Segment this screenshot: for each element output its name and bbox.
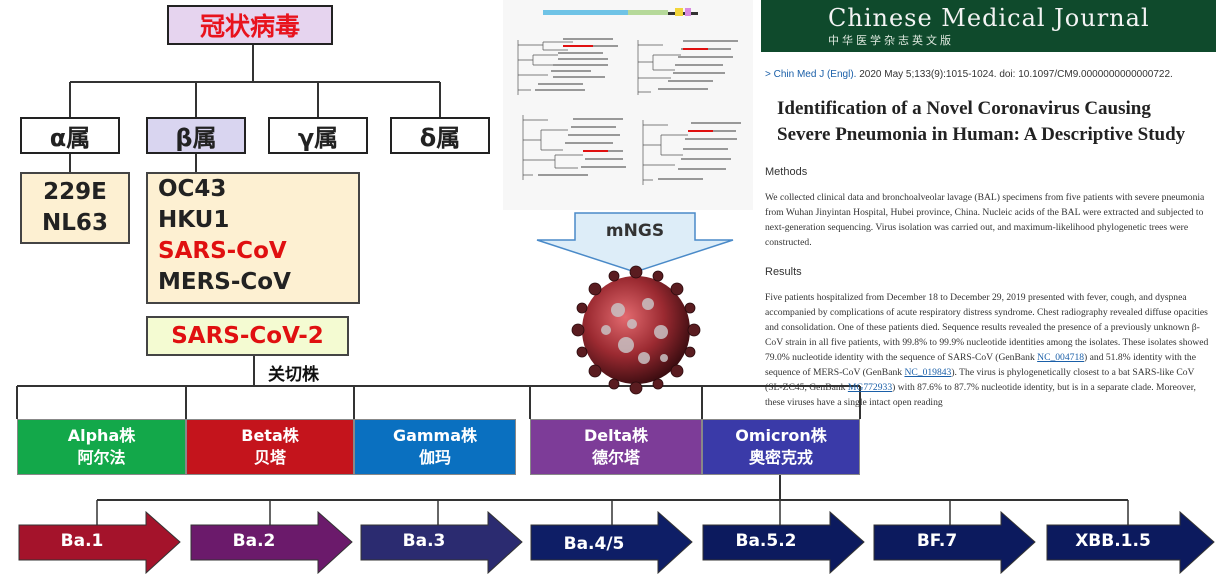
genus-gamma-box: γ属 <box>268 117 368 154</box>
journal-banner <box>761 0 1216 52</box>
subvariant-label: Ba.1 <box>60 531 104 551</box>
methods-heading: Methods <box>765 166 808 178</box>
mngs-label: mNGS <box>605 221 665 241</box>
variant-cn-name: 贝塔 <box>253 448 286 467</box>
genbank-ref-link[interactable]: MG772933 <box>847 382 893 393</box>
subvariant-label: Ba.2 <box>232 531 276 551</box>
genus-alpha-box: α属 <box>20 117 120 154</box>
subvariant-arrow-ba45: Ba.4/5 <box>530 511 693 574</box>
journal-abbrev-link[interactable]: Chin Med J (Engl). <box>773 69 857 80</box>
variant-name: Delta株 <box>583 426 649 445</box>
genbank-ref-link[interactable]: NC_004718 <box>1037 352 1085 363</box>
root-label: 冠状病毒 <box>199 12 300 41</box>
variant-name: Alpha株 <box>67 426 136 445</box>
phylogenetic-tree-image <box>517 8 741 185</box>
variant-omicron: Omicron株 奥密克戎 <box>702 419 860 475</box>
subvariant-arrow-bf7: BF.7 <box>873 511 1036 574</box>
subvariant-arrow-ba2: Ba.2 <box>190 511 353 574</box>
results-heading: Results <box>765 266 802 278</box>
virus-particle-illustration <box>571 265 701 395</box>
alpha-member: NL63 <box>42 210 108 236</box>
subvariant-arrow-ba3: Ba.3 <box>360 511 523 574</box>
journal-name: Chinese Medical Journal <box>828 4 1150 32</box>
subvariant-label: BF.7 <box>916 531 958 551</box>
paper-title: Identification of a Novel Coronavirus Ca… <box>777 98 1186 145</box>
variant-name: Beta株 <box>241 426 299 445</box>
variant-delta: Delta株 德尔塔 <box>530 419 702 475</box>
variant-beta: Beta株 贝塔 <box>186 419 354 475</box>
genbank-ref-link[interactable]: NC_019843 <box>904 367 952 378</box>
results-text: Five patients hospitalized from December… <box>765 290 1212 417</box>
beta-member: MERS-CoV <box>158 269 291 295</box>
phylogenetic-tree-figure <box>503 0 753 210</box>
alpha-members-list: 229E NL63 <box>20 172 130 244</box>
journal-name-cn: 中华医学杂志英文版 <box>828 34 954 47</box>
variant-cn-name: 奥密克戎 <box>748 448 813 467</box>
chevron-right-icon: > <box>765 69 774 80</box>
results-text-part: ) and 51.8% identity with the sequence o… <box>765 352 1196 378</box>
results-text-part: ) with 87.6% to 87.7% nucleotide identit… <box>765 382 1196 408</box>
subvariant-label: Ba.3 <box>402 531 446 551</box>
subvariant-label: XBB.1.5 <box>1075 531 1151 551</box>
subvariant-arrow-xbb15: XBB.1.5 <box>1046 511 1216 574</box>
genus-delta-label: δ属 <box>419 124 461 152</box>
genus-gamma-label: γ属 <box>297 124 339 152</box>
variant-name: Omicron株 <box>735 426 827 445</box>
genus-delta-box: δ属 <box>390 117 490 154</box>
beta-member: HKU1 <box>158 207 230 233</box>
mngs-down-arrow <box>536 212 734 273</box>
variant-cn-name: 伽玛 <box>418 448 451 467</box>
results-text-part: Five patients hospitalized from December… <box>765 292 1209 363</box>
genus-beta-label: β属 <box>175 124 217 152</box>
alpha-member: 229E <box>43 179 107 205</box>
subvariant-arrow-ba52: Ba.5.2 <box>702 511 865 574</box>
variant-gamma: Gamma株 伽玛 <box>354 419 516 475</box>
variant-name: Gamma株 <box>392 426 478 445</box>
variants-of-concern-label: 关切株 <box>268 365 319 385</box>
subvariant-label: Ba.4/5 <box>563 534 625 554</box>
citation-line: > Chin Med J (Engl). 2020 May 5;133(9):1… <box>765 69 1173 80</box>
variant-alpha: Alpha株 阿尔法 <box>17 419 186 475</box>
genus-beta-box: β属 <box>146 117 246 154</box>
beta-member: SARS-CoV <box>158 238 287 264</box>
sars-cov-2-label: SARS-CoV-2 <box>171 323 324 349</box>
variant-cn-name: 阿尔法 <box>77 448 126 467</box>
results-text-part: ). The virus is phylogenetically closest… <box>765 367 1195 393</box>
beta-members-list: OC43 HKU1 SARS-CoV MERS-CoV <box>146 172 360 304</box>
citation-details: 2020 May 5;133(9):1015-1024. doi: 10.109… <box>856 69 1173 80</box>
coronavirus-root-box: 冠状病毒 <box>167 5 333 45</box>
beta-member: OC43 <box>158 176 227 202</box>
variant-cn-name: 德尔塔 <box>591 448 640 467</box>
methods-text: We collected clinical data and bronchoal… <box>765 192 1205 248</box>
genus-alpha-label: α属 <box>49 124 91 152</box>
subvariant-label: Ba.5.2 <box>735 531 797 551</box>
subvariant-arrow-ba1: Ba.1 <box>18 511 181 574</box>
sars-cov-2-box: SARS-CoV-2 <box>146 316 349 356</box>
